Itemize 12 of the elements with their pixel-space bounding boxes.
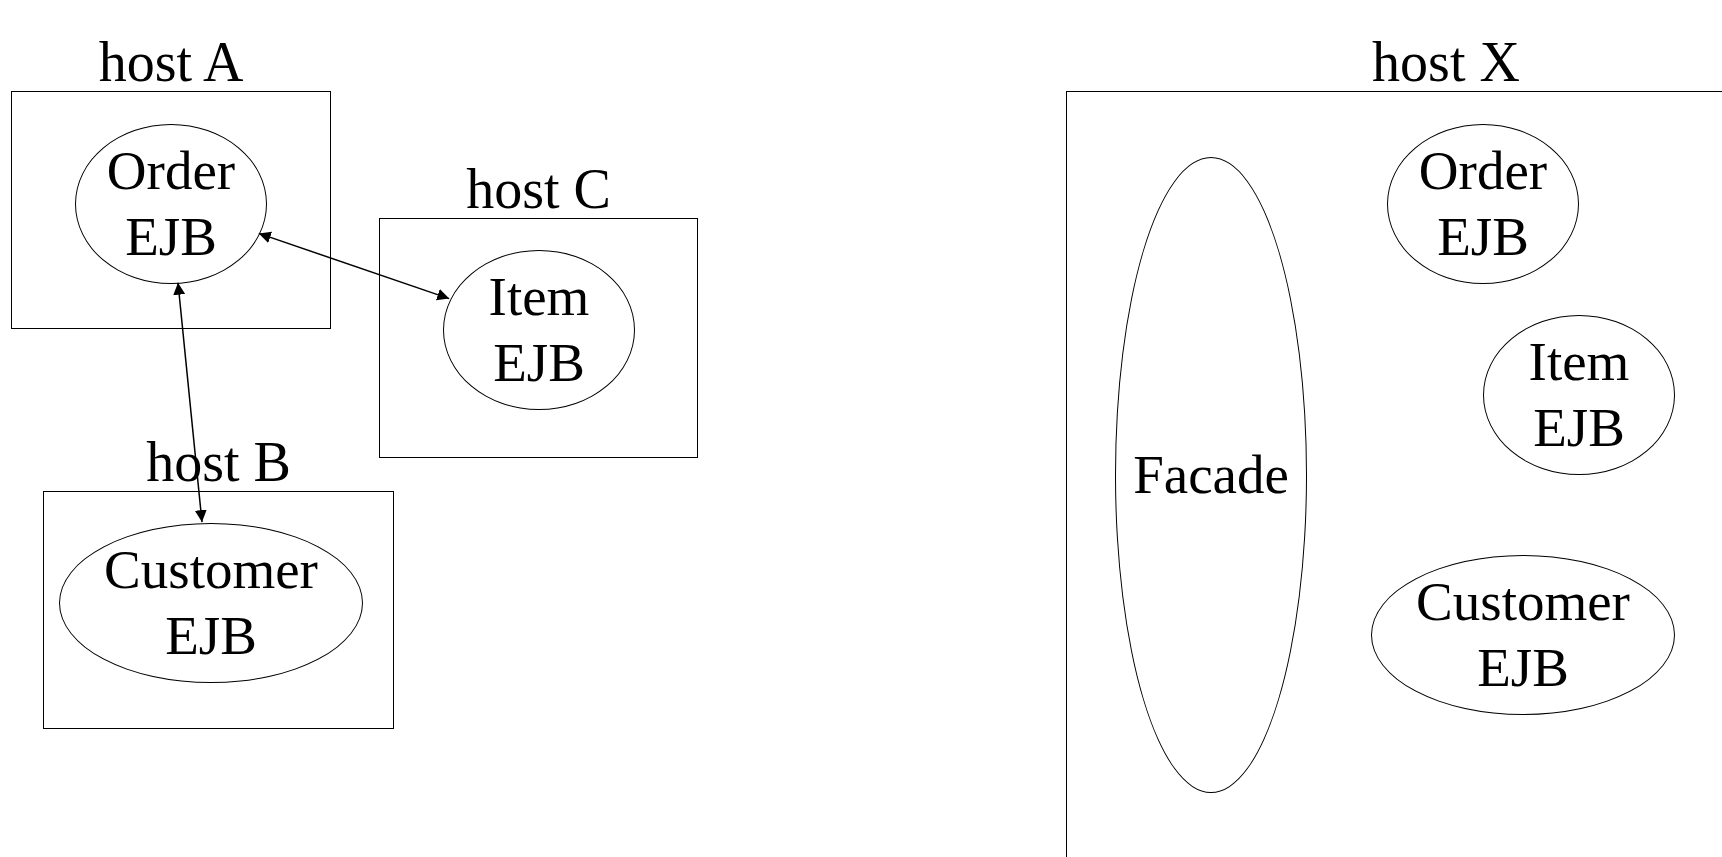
host-label: host C (465, 160, 612, 219)
component-label: Item EJB (487, 265, 591, 395)
component-label: Order EJB (105, 139, 237, 269)
component-label: Customer EJB (1415, 570, 1631, 700)
component-label: Facade (1132, 443, 1290, 507)
component-label: Order EJB (1417, 139, 1549, 269)
host-label: host X (1371, 33, 1521, 92)
host-label: host A (97, 33, 245, 92)
component-label: Customer EJB (103, 538, 319, 668)
component-label: Item EJB (1527, 330, 1631, 460)
double-arrow (258, 231, 450, 301)
double-arrow (173, 281, 207, 523)
